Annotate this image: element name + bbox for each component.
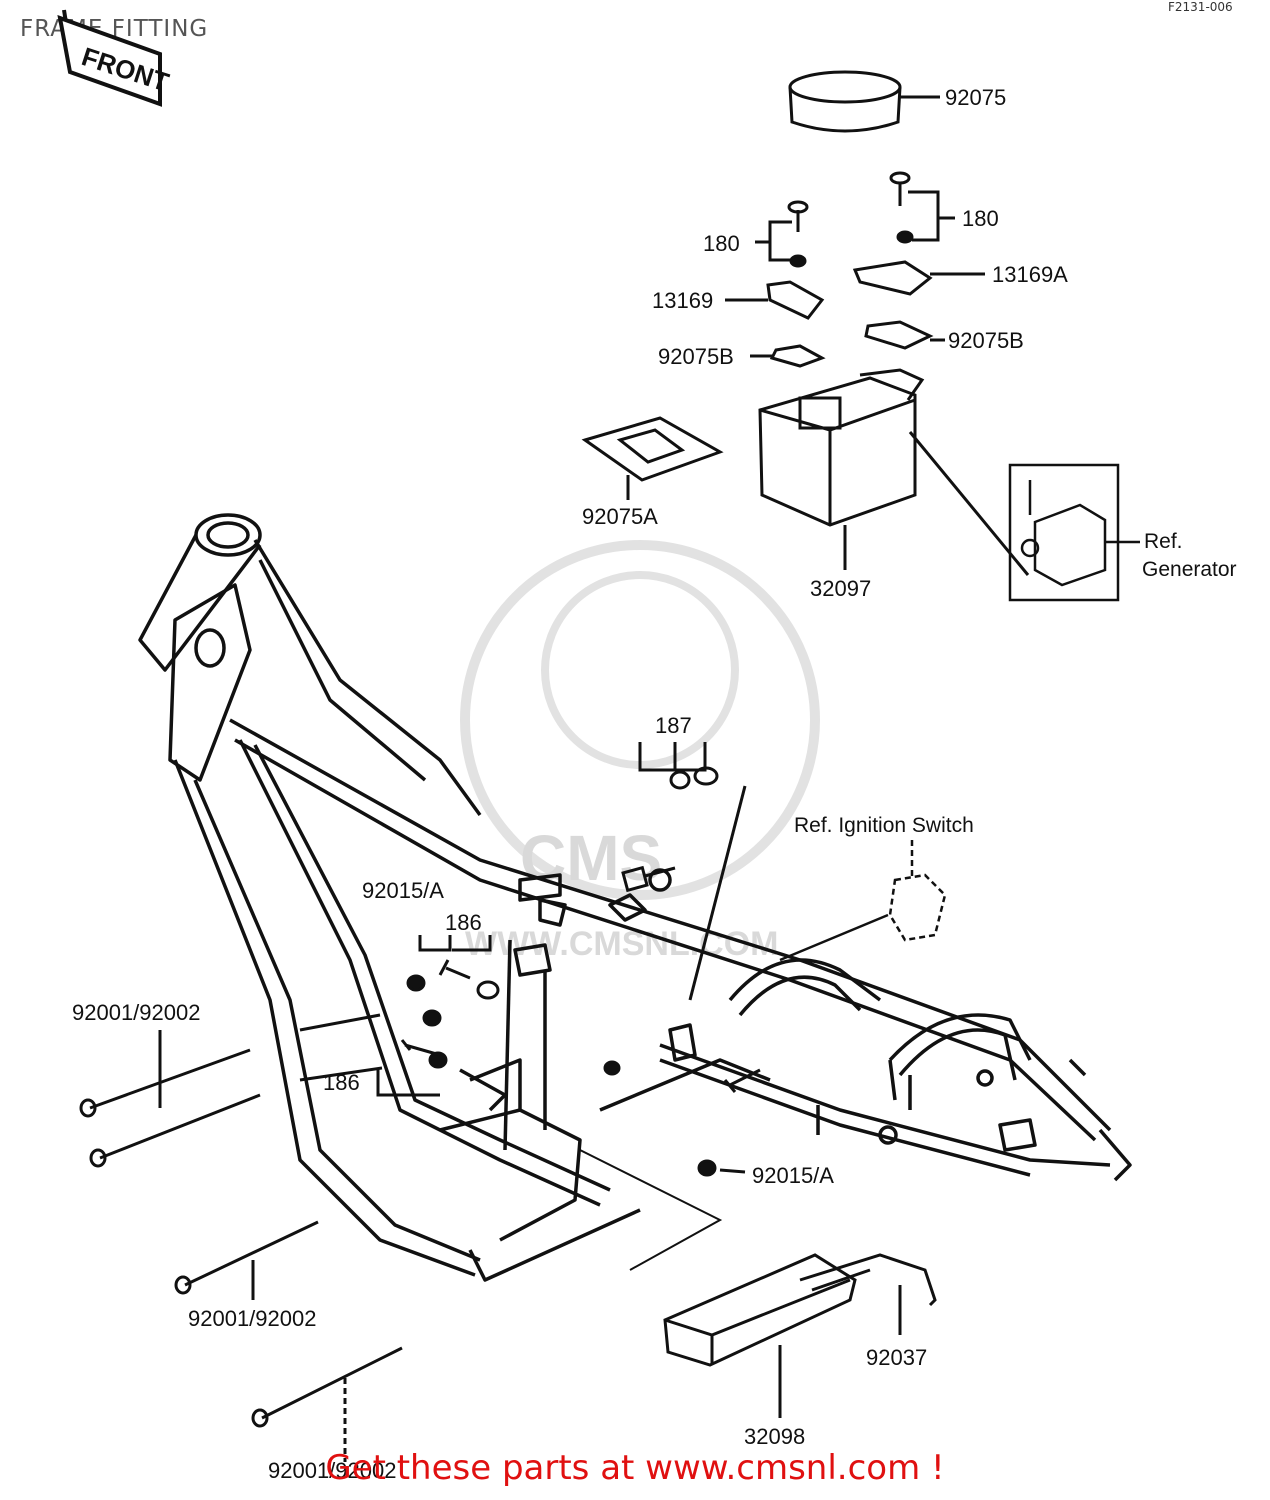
part-label: 186 [445, 910, 482, 935]
part-label: 92075A [582, 504, 658, 529]
part-labels: 92075 180 180 13169 13169A 92075B 92075B… [72, 85, 1068, 1483]
part-label: 92075B [948, 328, 1024, 353]
part-label: 92075B [658, 344, 734, 369]
part-label: 92015/A [362, 878, 444, 903]
generator-ref-label: Ref. [1144, 530, 1183, 553]
part-label: 92001/92002 [188, 1306, 316, 1331]
footer-link[interactable]: Get these parts at www.cmsnl.com ! [325, 1448, 945, 1488]
part-label: 92001/92002 [268, 1458, 396, 1483]
band-92075 [788, 70, 940, 133]
part-label: 13169A [992, 262, 1068, 287]
part-label: 180 [962, 206, 999, 231]
watermark-brand: CMS [520, 822, 662, 894]
case-32097 [758, 368, 1030, 576]
motorcycle-frame [138, 513, 1132, 1282]
frame-fasteners [299, 935, 761, 1177]
part-label: 186 [323, 1070, 360, 1095]
bracket-92037 [799, 1253, 937, 1335]
cover-32098 [579, 1149, 857, 1418]
brackets-and-cushions [725, 260, 985, 368]
part-label: 187 [655, 713, 692, 738]
part-label: 32098 [744, 1424, 805, 1449]
front-tag: FRONT [57, 9, 173, 107]
generator-ref-label: Generator [1142, 558, 1237, 581]
ignition-ref-label: Ref. Ignition Switch [794, 814, 974, 837]
bolt-187 [621, 742, 747, 1001]
part-label: 92015/A [752, 1163, 834, 1188]
long-bolts-92001 [79, 1030, 403, 1462]
part-label: 92037 [866, 1345, 927, 1370]
bolts-180 [755, 171, 955, 268]
part-label: 92001/92002 [72, 1000, 200, 1025]
part-label: 13169 [652, 288, 713, 313]
pad-92075A [581, 416, 724, 500]
generator-reference [1008, 463, 1140, 602]
ignition-switch-reference [779, 840, 947, 962]
part-label: 180 [703, 231, 740, 256]
diagram-code: F2131-006 [1168, 0, 1233, 14]
watermark-url: WWW.CMSNL.COM [465, 925, 779, 963]
part-label: 32097 [810, 576, 871, 601]
part-label: 92075 [945, 85, 1006, 110]
